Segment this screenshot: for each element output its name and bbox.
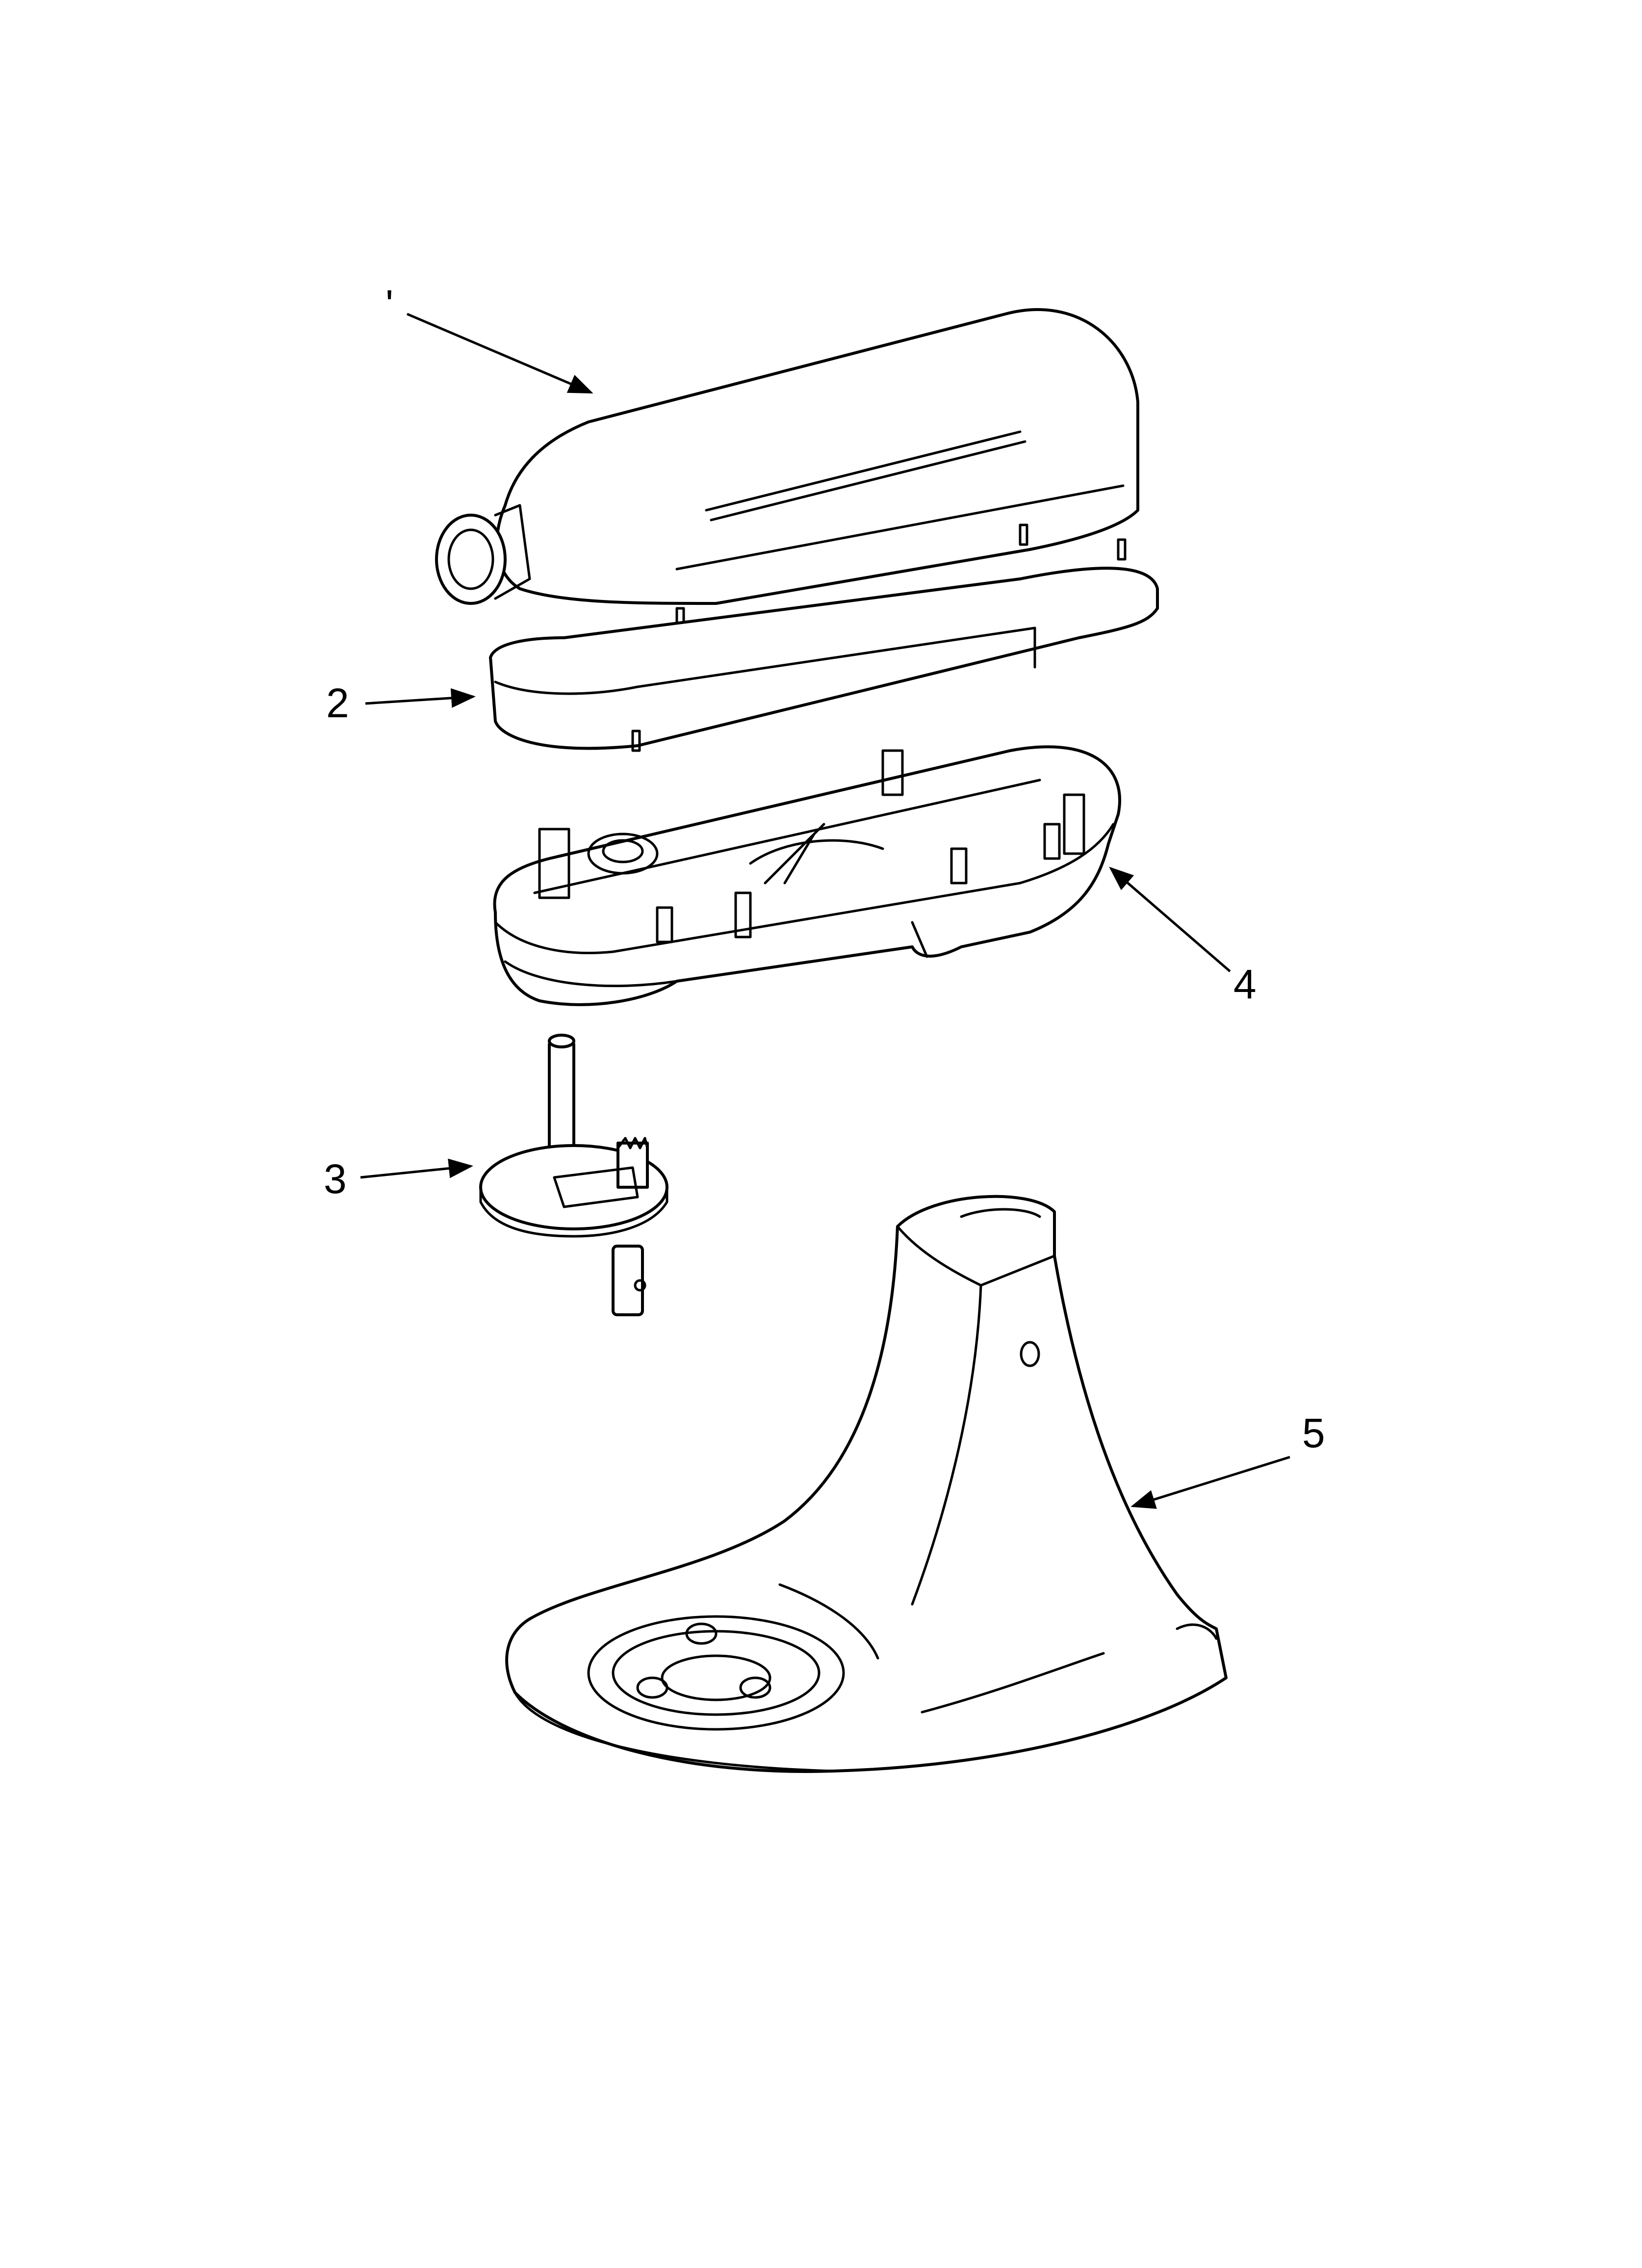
- part-gear-case: [493, 745, 1122, 1006]
- part-trim-band: [489, 567, 1159, 752]
- callout-label: 5: [1302, 1410, 1325, 1456]
- callout-label: ': [385, 282, 393, 328]
- callout-leader-line: [365, 688, 476, 708]
- callout-3: 3: [324, 1156, 473, 1202]
- part-motor-housing: [435, 308, 1139, 629]
- callout-leader-line: [407, 313, 593, 394]
- callout-1: ': [385, 282, 593, 394]
- callout-5: 5: [1130, 1410, 1325, 1509]
- callout-4: 4: [1109, 866, 1257, 1007]
- callout-label: 4: [1233, 961, 1257, 1007]
- callout-leader-line: [1130, 1456, 1290, 1509]
- part-pedestal-base: [505, 1195, 1228, 1773]
- callout-leader-line: [360, 1158, 473, 1179]
- callout-2: 2: [326, 680, 476, 726]
- callout-leader-line: [1109, 866, 1231, 972]
- part-planetary-assembly: [479, 1034, 668, 1316]
- callout-label: 3: [324, 1156, 347, 1202]
- callout-label: 2: [326, 680, 349, 726]
